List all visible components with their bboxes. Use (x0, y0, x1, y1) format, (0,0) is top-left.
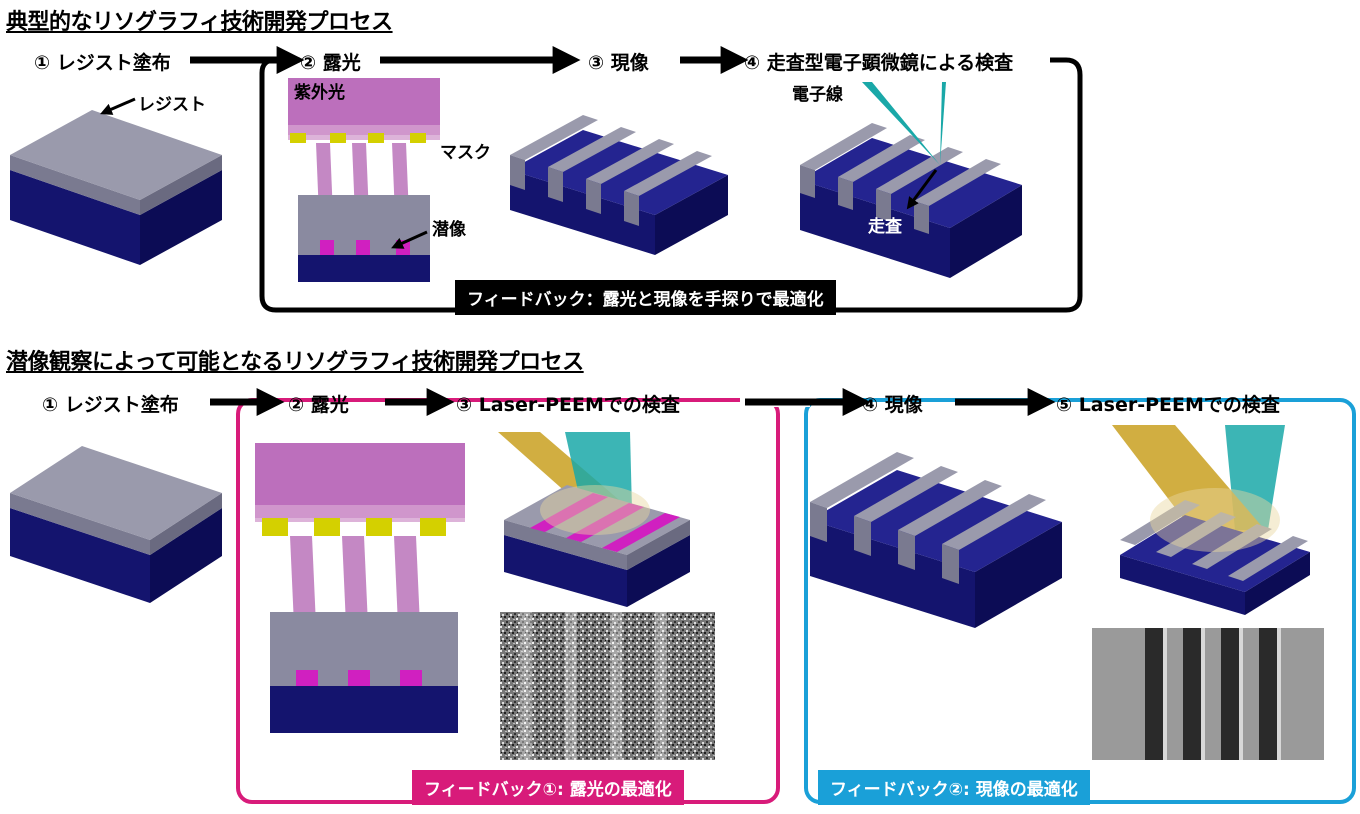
top-step-3: ③ 現像 (588, 52, 649, 74)
bottom-step-1: ① レジスト塗布 (42, 394, 179, 416)
label-latent: 潜像 (432, 220, 466, 240)
peem-developed-image (1092, 628, 1324, 760)
label-uv: 紫外光 (294, 83, 345, 103)
developed-bottom (810, 452, 1062, 628)
top-step-1: ① レジスト塗布 (34, 52, 171, 74)
sem-inspection-top (800, 82, 1022, 278)
bottom-step-5: ⑤ Laser-PEEMでの検査 (1056, 394, 1280, 416)
exposure-bottom (255, 443, 465, 733)
top-step-4: ④ 走査型電子顕微鏡による検査 (744, 52, 1014, 74)
top-feedback-label: フィードバック：露光と現像を手探りで最適化 (455, 280, 836, 315)
label-ebeam: 電子線 (792, 85, 843, 105)
top-step-2: ② 露光 (300, 52, 361, 74)
label-scan: 走査 (868, 217, 902, 237)
bottom-step-3: ③ Laser-PEEMでの検査 (456, 394, 680, 416)
exposure-top (288, 78, 440, 282)
resist-block-top (10, 110, 222, 265)
bottom-step-4: ④ 現像 (862, 394, 923, 416)
label-resist: レジスト (138, 95, 206, 115)
developed-top (510, 115, 728, 255)
feedback2-label: フィードバック②: 現像の最適化 (818, 770, 1090, 805)
peem-latent-inspection (498, 432, 690, 607)
top-title: 典型的なリソグラフィ技術開発プロセス (6, 10, 393, 35)
resist-block-bottom (10, 446, 222, 603)
bottom-title: 潜像観察によって可能となるリソグラフィ技術開発プロセス (6, 350, 584, 375)
peem-developed-inspection (1112, 425, 1310, 615)
label-mask: マスク (440, 143, 491, 163)
bottom-step-2: ② 露光 (288, 394, 349, 416)
feedback1-label: フィードバック①: 露光の最適化 (412, 770, 684, 805)
peem-latent-image (500, 612, 715, 760)
